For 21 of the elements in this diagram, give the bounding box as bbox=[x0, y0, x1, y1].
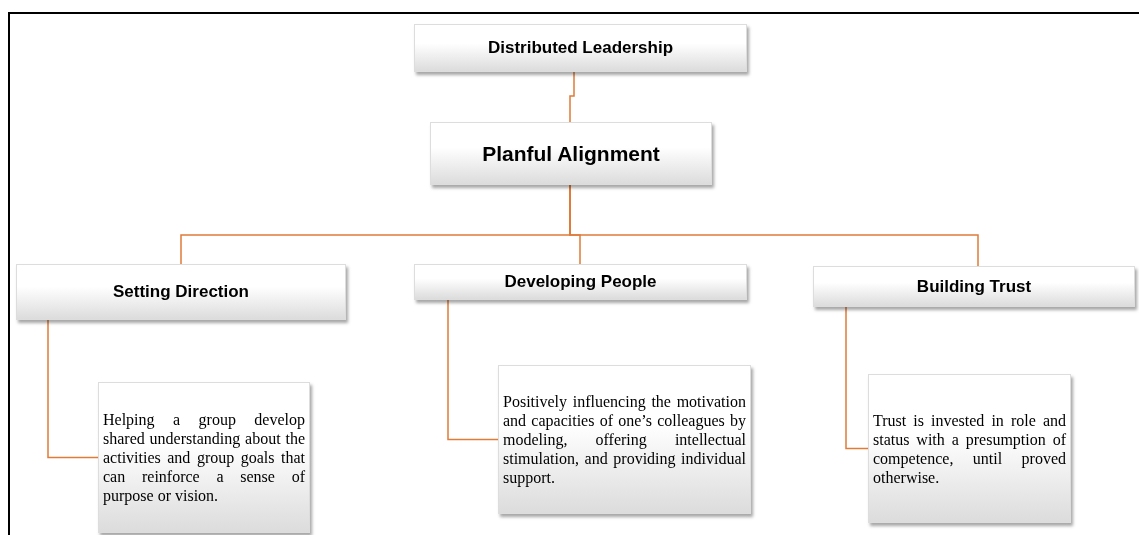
description-text: Helping a group develop shared understanding about the activities and group goals that can reinforce a sense of purpose or vision. bbox=[103, 410, 305, 505]
heading-box bbox=[430, 122, 712, 185]
description-text: Positively influencing the motivation and capacities of one’s colleagues by modeling, offering intellectual stimulation, and providing individual support. bbox=[503, 392, 746, 487]
description-box bbox=[868, 374, 1071, 523]
heading-text: Distributed Leadership bbox=[487, 37, 674, 60]
description-text: Trust is invested in role and status with a presumption of competence, until proved otherwise. bbox=[873, 410, 1066, 487]
heading-box bbox=[414, 264, 747, 300]
connector-line bbox=[447, 299, 499, 441]
heading-text: Building Trust bbox=[916, 275, 1032, 298]
heading-text: Setting Direction bbox=[113, 281, 249, 304]
heading-box bbox=[414, 24, 747, 72]
description-box bbox=[498, 365, 751, 514]
description-box bbox=[98, 382, 310, 533]
connector-line bbox=[845, 306, 869, 450]
connector-line bbox=[569, 71, 575, 123]
heading-text: Developing People bbox=[504, 271, 657, 294]
connector-line bbox=[569, 184, 979, 267]
heading-box bbox=[813, 266, 1135, 307]
heading-box bbox=[16, 264, 346, 320]
heading-text: Planful Alignment bbox=[482, 140, 660, 167]
connector-line bbox=[47, 319, 99, 459]
